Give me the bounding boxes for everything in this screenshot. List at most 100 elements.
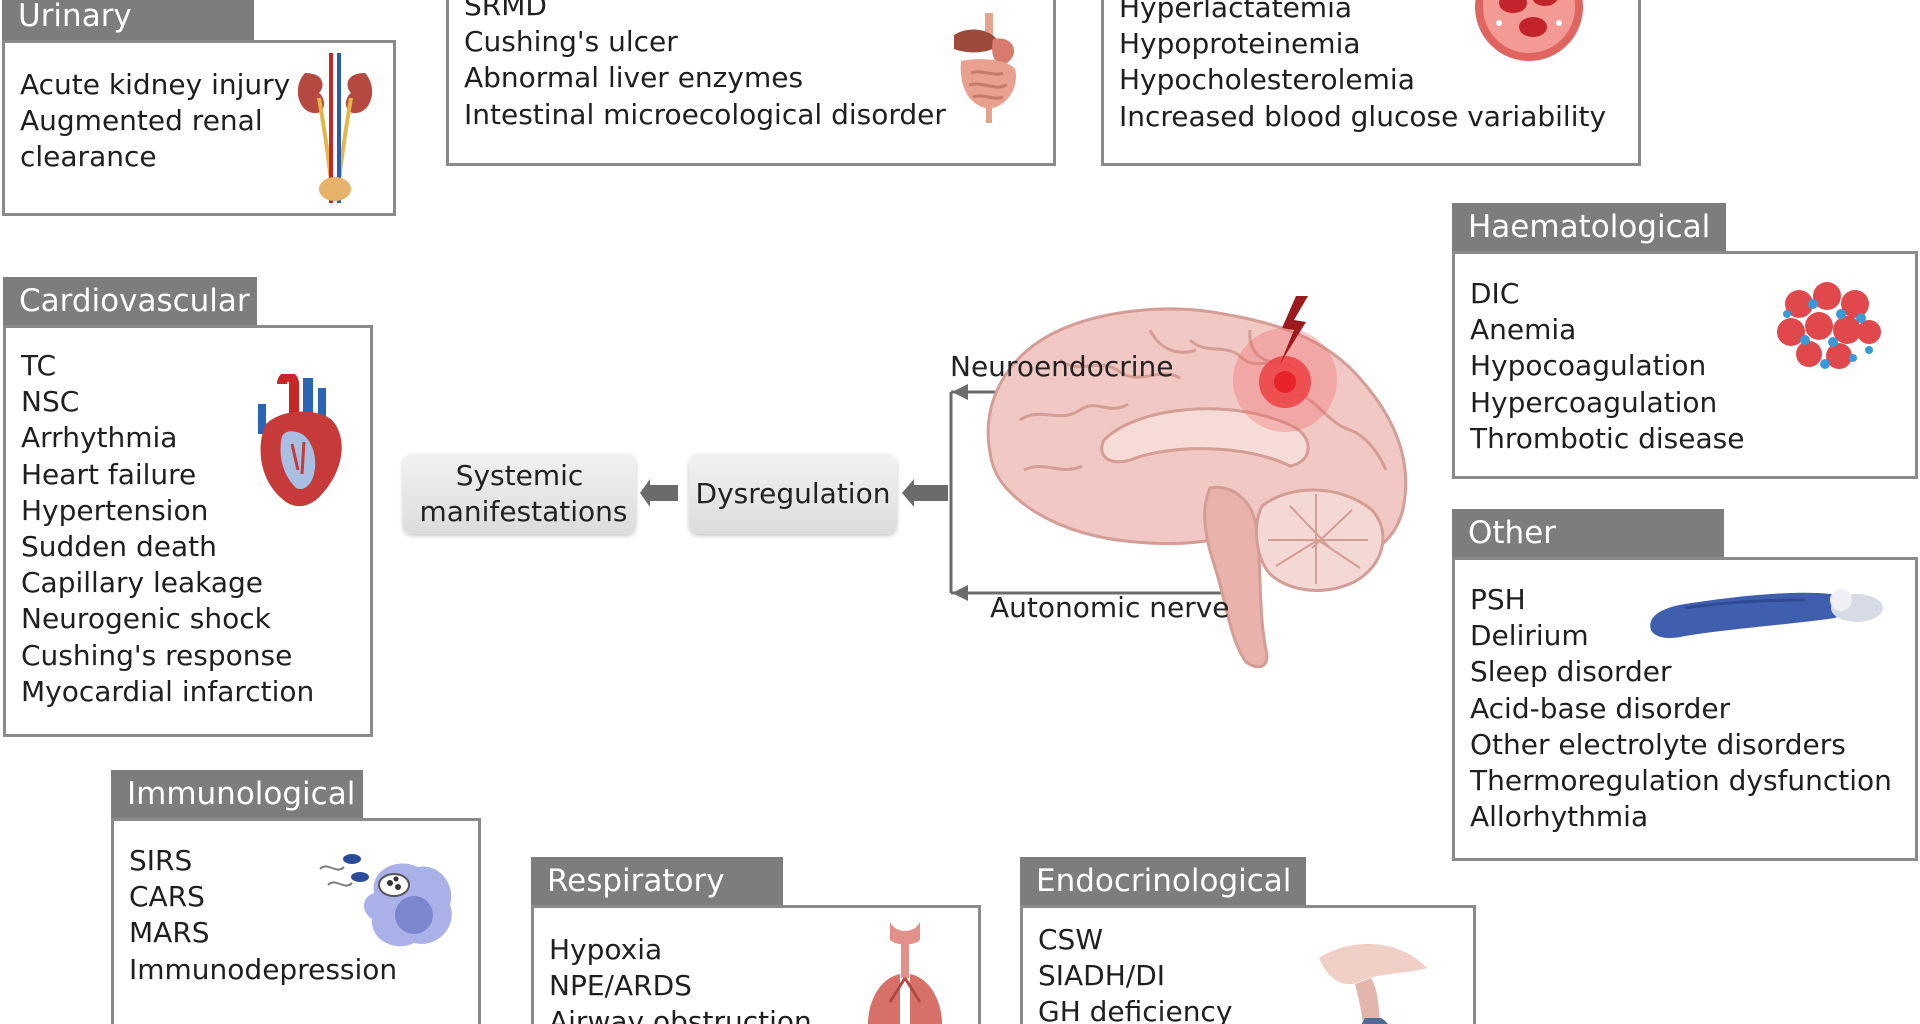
list-item: Hypoproteinemia [1119,27,1361,61]
list-item: Arrhythmia [21,421,178,455]
list-item: GH deficiency [1038,995,1233,1024]
systemic-manifestations-box: Systemic manifestations [403,454,636,534]
panel-gastrointestinal: SRMD Cushing's ulcer Abnormal liver enzy… [446,0,1056,166]
panel-haematological-title: Haematological [1452,203,1726,251]
panel-haematological: Haematological DIC Anemia Hypocoagulatio… [1452,203,1918,479]
list-item: MARS [129,916,210,950]
panel-endocrinological-title: Endocrinological [1020,857,1306,905]
list-item: Hypercoagulation [1470,385,1718,419]
blood-cell-icon [1475,0,1583,61]
list-item: CARS [129,880,205,914]
panel-immunological-title: Immunological [111,770,363,818]
neuroendocrine-label: Neuroendocrine [950,350,1174,383]
panel-metabolic-box: Hyperlactatemia Hypoproteinemia Hypochol… [1101,0,1641,166]
list-item: NSC [21,385,80,419]
panel-haematological-box: DIC Anemia Hypocoagulation Hypercoagulat… [1452,251,1918,479]
cerebellum-folia [1268,494,1368,584]
list-item: PSH [1470,583,1526,616]
arrow-neuroendocrine [952,384,968,400]
panel-other-box: PSH Delirium Sleep disorder Acid-base di… [1452,557,1918,861]
heart-icon [258,374,342,507]
list-item: Anemia [1470,313,1577,347]
list-item: Sudden death [21,530,217,564]
arrow-to-systemic [640,479,678,507]
injury-core [1274,371,1296,393]
panel-urinary-title: Urinary [2,0,254,40]
list-item: Capillary leakage [21,566,264,600]
panel-urinary-box: Acute kidney injury Augmented renal clea… [2,40,396,216]
panel-respiratory-title: Respiratory [531,857,783,905]
list-item: Thermoregulation dysfunction [1470,764,1892,798]
dysregulation-label: Dysregulation [695,477,891,510]
panel-cardiovascular-title: Cardiovascular [3,277,257,325]
list-item: Hyperlactatemia [1119,0,1353,24]
panel-haematological-list: DIC Anemia Hypocoagulation Hypercoagulat… [1470,276,1744,457]
list-item: Delirium [1470,619,1589,653]
panel-respiratory-list: Hypoxia NPE/ARDS Airway obstruction [549,932,812,1024]
panel-other-title: Other [1452,509,1724,557]
patient-in-bed-icon [1650,589,1883,638]
panel-urinary: Urinary Acute kidney injury Augmented re… [2,0,396,216]
panel-other-list: PSH Delirium Sleep disorder Acid-base di… [1470,582,1892,835]
kidney-icon [297,53,373,203]
digestive-system-icon [954,13,1016,123]
panel-metabolic: Hyperlactatemia Hypoproteinemia Hypochol… [1101,0,1641,166]
list-item: Neurogenic shock [21,602,271,636]
macrophage-icon [319,854,452,947]
panel-cardiovascular: Cardiovascular TC NSC Arrhythmia Heart f… [3,277,373,737]
panel-other: Other PSH Delirium Sleep disorder Acid-b… [1452,509,1918,861]
list-item: Heart failure [21,457,197,491]
arrow-autonomic [952,585,968,601]
systemic-manifestations-label: Systemic manifestations [419,459,628,528]
lightning-bolt-icon [1280,296,1308,364]
list-item: Hypocholesterolemia [1119,63,1415,97]
dysregulation-box: Dysregulation [689,454,897,534]
list-item: Other electrolyte disorders [1470,727,1846,761]
list-item: Abnormal liver enzymes [464,61,804,95]
panel-urinary-list: Acute kidney injury Augmented renal clea… [20,67,290,176]
lungs-icon [867,922,943,1024]
list-item: Acid-base disorder [1470,691,1731,725]
list-item: Sleep disorder [1470,655,1672,689]
panel-metabolic-list: Hyperlactatemia Hypoproteinemia Hypochol… [1119,0,1606,135]
corpus-callosum [1100,407,1310,468]
panel-endocrinological-box: CSW SIADH/DI GH deficiency [1020,905,1476,1024]
panel-gastrointestinal-box: SRMD Cushing's ulcer Abnormal liver enzy… [446,0,1056,166]
list-item: SRMD [464,0,547,22]
panel-respiratory: Respiratory Hypoxia NPE/ARDS Airway obst… [531,857,981,1024]
list-item: Cushing's ulcer [464,25,678,59]
panel-gastrointestinal-list: SRMD Cushing's ulcer Abnormal liver enzy… [464,0,946,133]
list-item: Augmented renal [20,104,263,138]
pituitary-icon [1319,944,1427,1024]
list-item: Immunodepression [129,952,398,986]
panel-immunological-box: SIRS CARS MARS Immunodepression [111,818,481,1024]
list-item: Cushing's response [21,638,293,672]
panel-endocrinological: Endocrinological CSW SIADH/DI GH deficie… [1020,857,1476,1024]
list-item: Airway obstruction [549,1005,812,1024]
list-item: Thrombotic disease [1470,421,1745,455]
list-item: Myocardial infarction [21,674,315,708]
panel-immunological: Immunological SIRS CARS MARS Immunodepre… [111,770,481,1024]
list-item: NPE/ARDS [549,969,692,1003]
panel-cardiovascular-list: TC NSC Arrhythmia Heart failure Hyperten… [21,348,314,710]
list-item: Allorhythmia [1470,800,1649,834]
arrow-to-dysregulation [902,479,948,507]
list-item: DIC [1470,277,1520,310]
list-item: Hypocoagulation [1470,349,1707,383]
platelet-cluster-icon [1777,282,1881,369]
list-item: SIADH/DI [1038,959,1166,993]
panel-immunological-list: SIRS CARS MARS Immunodepression [129,843,397,988]
list-item: Intestinal microecological disorder [464,97,946,131]
list-item: Increased blood glucose variability [1119,99,1607,133]
list-item: Hypertension [21,493,209,527]
panel-cardiovascular-box: TC NSC Arrhythmia Heart failure Hyperten… [3,325,373,737]
panel-respiratory-box: Hypoxia NPE/ARDS Airway obstruction [531,905,981,1024]
list-item: Acute kidney injury [20,68,291,101]
list-item: CSW [1038,923,1104,956]
panel-endocrinological-list: CSW SIADH/DI GH deficiency [1038,922,1232,1024]
list-item: SIRS [129,844,193,877]
list-item: TC [21,349,57,382]
list-item: clearance [20,140,157,174]
